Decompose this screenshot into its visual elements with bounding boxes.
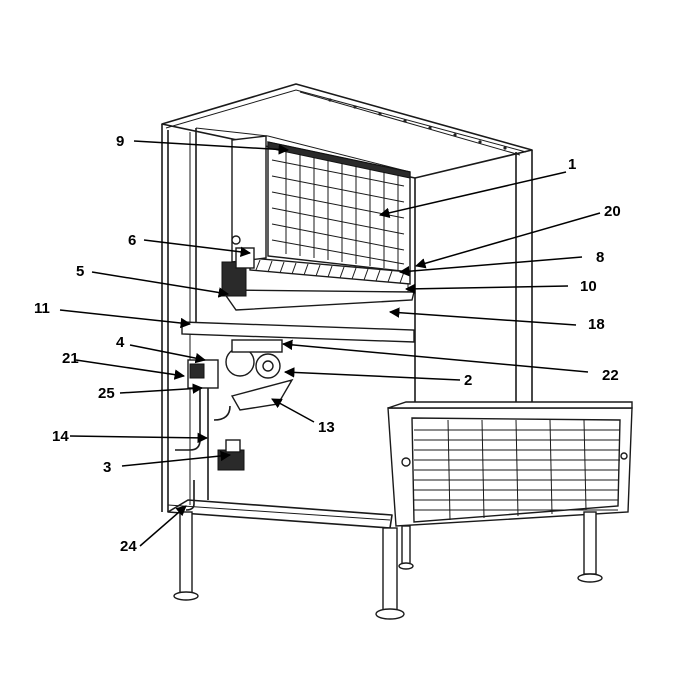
callout-leaders [59, 140, 601, 547]
callout-14: 14 [52, 428, 69, 445]
callout-13: 13 [318, 419, 335, 436]
callout-11: 11 [34, 300, 50, 317]
curtain-teeth [255, 259, 405, 284]
legs [173, 511, 603, 620]
callout-4: 4 [116, 334, 125, 351]
evaporator-grid [271, 150, 405, 270]
callout-20: 20 [604, 203, 621, 220]
evaporator-assembly [220, 135, 415, 311]
callout-10: 10 [580, 278, 597, 295]
callout-labels: 1 2 3 4 5 6 8 9 10 11 13 14 18 20 21 22 … [34, 133, 621, 555]
pump-plumbing [175, 321, 415, 511]
bin-grille [414, 419, 620, 521]
callout-3: 3 [103, 459, 111, 476]
callout-2: 2 [464, 372, 472, 389]
callout-8: 8 [596, 249, 604, 266]
callout-21: 21 [62, 350, 79, 367]
callout-25: 25 [98, 385, 115, 402]
callout-9: 9 [116, 133, 124, 150]
callout-24: 24 [120, 538, 137, 555]
storage-bin [387, 401, 633, 527]
callout-18: 18 [588, 316, 605, 333]
callout-5: 5 [76, 263, 84, 280]
callout-22: 22 [602, 367, 619, 384]
top-panel-rivets [328, 98, 507, 150]
callout-1: 1 [568, 156, 576, 173]
callout-6: 6 [128, 232, 136, 249]
